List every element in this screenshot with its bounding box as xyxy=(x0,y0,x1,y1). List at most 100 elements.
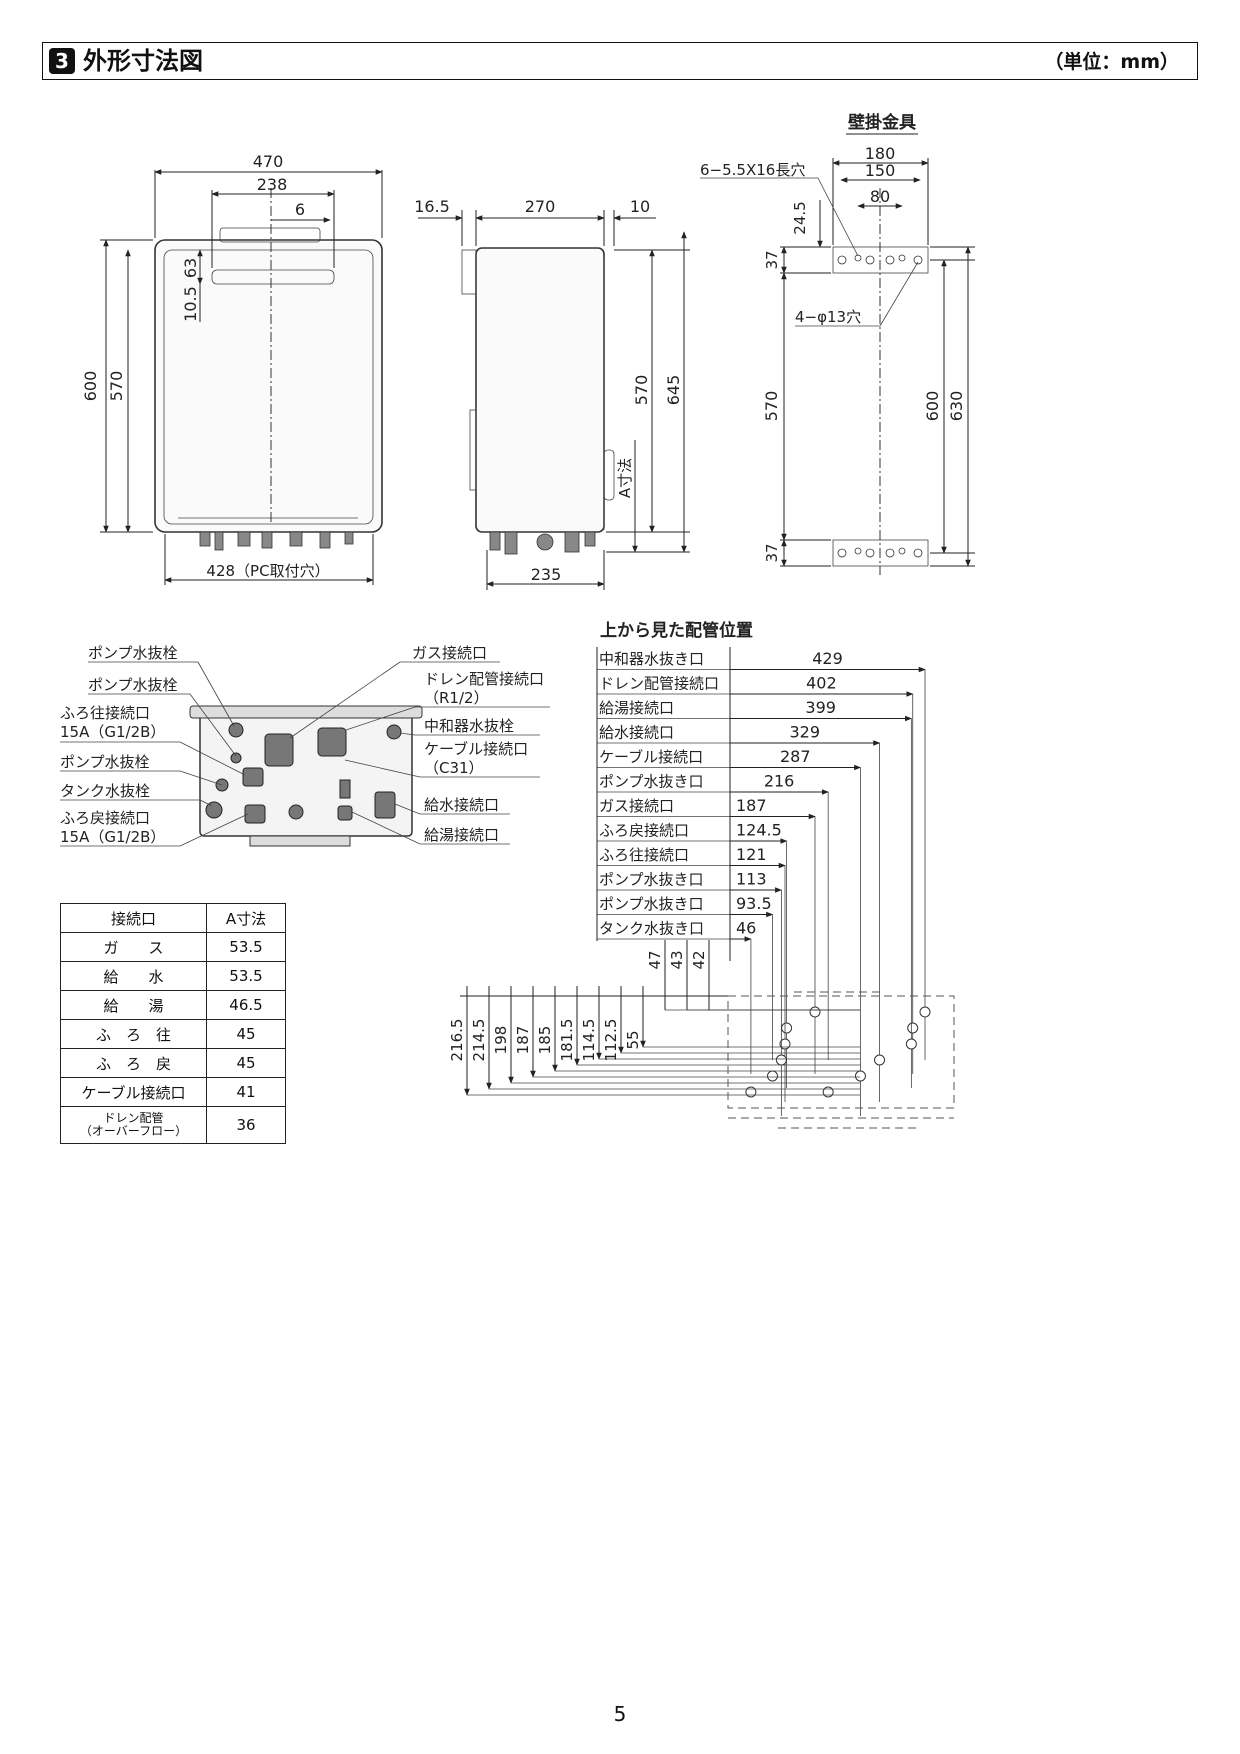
pipe-port-circle xyxy=(809,1006,821,1018)
depth-dim-value: 187 xyxy=(514,1026,532,1055)
pipe-port-circle xyxy=(919,1006,931,1018)
gas-port xyxy=(264,733,294,767)
piping-row-value: 287 xyxy=(780,747,811,766)
svg-text:ふろ戻接続口: ふろ戻接続口 xyxy=(60,809,150,827)
piping-row-value: 121 xyxy=(736,845,767,864)
piping-row-value: 216 xyxy=(764,772,795,791)
svg-text:ドレン配管接続口: ドレン配管接続口 xyxy=(424,670,544,688)
dim-10-5: 10.5 xyxy=(181,286,200,322)
depth-dim-value: 216.5 xyxy=(448,1019,466,1062)
dim-bracket-150: 150 xyxy=(865,161,896,180)
svg-text:タンク水抜栓: タンク水抜栓 xyxy=(60,782,150,800)
dim-bracket-bottom-37: 37 xyxy=(763,543,781,562)
piping-row-label: 給水接続口 xyxy=(599,724,674,742)
piping-row-label: ふろ往接続口 xyxy=(599,846,689,864)
table-row: ドレン配管 （オーバーフロー）36 xyxy=(60,1106,286,1144)
side-bottom-pipes xyxy=(489,531,596,555)
depth-dim-value: 43 xyxy=(668,950,686,969)
a-table-header-port: 接続口 xyxy=(60,903,207,933)
pipe-port-circle xyxy=(874,1054,886,1066)
dim-width-470: 470 xyxy=(253,152,284,171)
piping-row-label: ポンプ水抜き口 xyxy=(599,895,704,913)
front-view: 470 238 6 600 570 63 10.5 428（PC取付穴） xyxy=(81,152,383,585)
pipe-port-circle xyxy=(779,1038,791,1050)
bottom-view: ポンプ水抜栓 ポンプ水抜栓 ふろ往接続口 15A（G1/2B） ポンプ水抜栓 タ… xyxy=(60,644,550,847)
svg-text:給湯接続口: 給湯接続口 xyxy=(424,826,499,844)
dim-height-600: 600 xyxy=(81,371,100,402)
piping-row-value: 93.5 xyxy=(736,894,772,913)
depth-dim-value: 214.5 xyxy=(470,1019,488,1062)
depth-dim-value: 114.5 xyxy=(580,1019,598,1062)
depth-dim-value: 181.5 xyxy=(558,1019,576,1062)
slot-label: 6−5.5X16長穴 xyxy=(700,161,805,179)
dim-bracket-570: 570 xyxy=(762,391,781,422)
dim-bracket-180: 180 xyxy=(865,144,896,163)
front-bottom-pipes xyxy=(199,531,354,551)
piping-row-label: タンク水抜き口 xyxy=(599,920,704,938)
dim-height-570: 570 xyxy=(107,371,126,402)
dim-side-570: 570 xyxy=(632,375,651,406)
piping-row-value: 187 xyxy=(736,796,767,815)
pipe-port-circle xyxy=(907,1022,919,1034)
dim-a: A寸法 xyxy=(616,458,634,498)
svg-text:ポンプ水抜栓: ポンプ水抜栓 xyxy=(88,676,178,694)
pipe-port-circle xyxy=(775,1054,787,1066)
depth-dim-value: 185 xyxy=(536,1026,554,1055)
svg-text:ポンプ水抜栓: ポンプ水抜栓 xyxy=(88,644,178,662)
depth-dim-value: 42 xyxy=(690,950,708,969)
tank-drain xyxy=(205,801,223,819)
depth-dim-value: 112.5 xyxy=(602,1019,620,1062)
bracket-title: 壁掛金具 xyxy=(848,112,916,133)
side-body xyxy=(475,247,605,533)
bath-return-port xyxy=(244,804,266,824)
dim-10: 10 xyxy=(630,197,650,216)
side-view: 16.5 270 10 570 645 A寸法 235 xyxy=(414,197,690,590)
piping-row-label: ポンプ水抜き口 xyxy=(599,773,704,791)
piping-row-value: 46 xyxy=(736,919,756,938)
piping-row-value: 113 xyxy=(736,870,767,889)
section-title: 外形寸法図 xyxy=(83,47,203,75)
piping-row-label: 給湯接続口 xyxy=(599,699,674,717)
pipe-port-circle xyxy=(822,1086,834,1098)
pipe-port-circle xyxy=(767,1070,778,1082)
pipe-port-circle xyxy=(745,1086,757,1098)
piping-row-label: ポンプ水抜き口 xyxy=(599,871,704,889)
top-fitting xyxy=(219,227,321,243)
dim-63: 63 xyxy=(181,258,200,278)
dim-vent-238: 238 xyxy=(257,175,288,194)
svg-text:15A（G1/2B）: 15A（G1/2B） xyxy=(60,828,165,846)
piping-row-value: 402 xyxy=(806,674,837,693)
piping-row-label: ガス接続口 xyxy=(599,797,674,815)
svg-text:ポンプ水抜栓: ポンプ水抜栓 xyxy=(60,753,150,771)
dim-16-5: 16.5 xyxy=(414,197,450,216)
a-table-header-a: A寸法 xyxy=(206,903,286,933)
drain-pipe-port xyxy=(317,727,347,757)
dim-offset-6: 6 xyxy=(295,200,305,219)
hole-label: 4−φ13穴 xyxy=(795,308,861,326)
piping-row-value: 329 xyxy=(789,723,820,742)
piping-row-value: 124.5 xyxy=(736,821,782,840)
piping-row-label: ドレン配管接続口 xyxy=(599,675,719,693)
dim-bracket-top-37: 37 xyxy=(763,250,781,269)
depth-dim-value: 47 xyxy=(646,950,664,969)
piping-row-value: 429 xyxy=(812,649,843,668)
dim-depth-270: 270 xyxy=(525,197,556,216)
svg-text:ふろ往接続口: ふろ往接続口 xyxy=(60,704,150,722)
depth-dim-value: 198 xyxy=(492,1026,510,1055)
svg-text:中和器水抜栓: 中和器水抜栓 xyxy=(424,717,514,735)
page-number: 5 xyxy=(613,1702,627,1726)
piping-row-value: 399 xyxy=(805,698,836,717)
neutralizer-drain xyxy=(386,724,402,740)
dim-bottom-235: 235 xyxy=(531,565,562,584)
pipe-port-circle xyxy=(854,1070,866,1082)
section-header: 3 外形寸法図 （単位：mm） xyxy=(42,42,1198,80)
